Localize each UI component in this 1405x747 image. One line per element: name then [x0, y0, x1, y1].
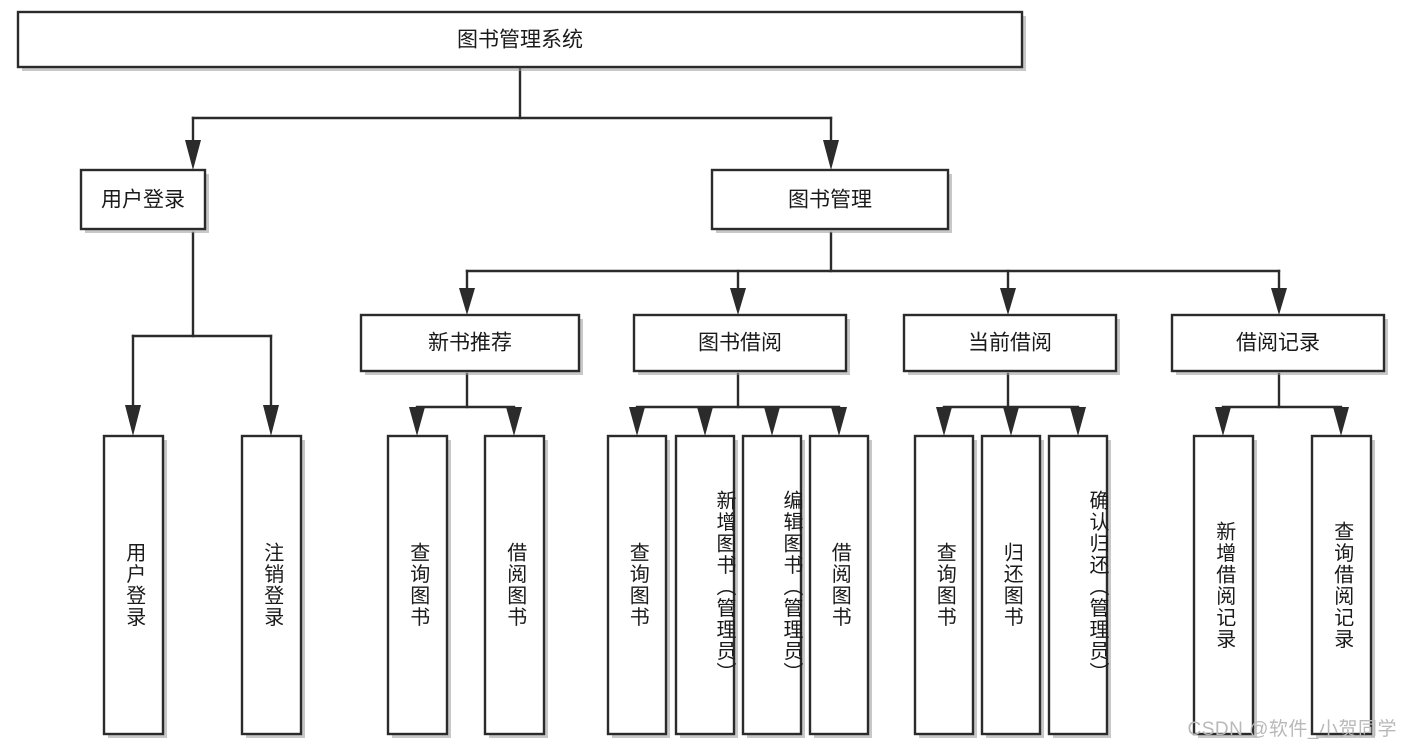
arrow-book-manage-child-1: [459, 288, 475, 315]
csdn-watermark: CSDN @软件_小贺同学: [1187, 719, 1397, 740]
connector-group-root: [185, 66, 839, 170]
node-leaf-book-borrow-4-box: [808, 434, 870, 736]
node-user-login-label: 用户登录: [101, 189, 185, 212]
node-borrow-record[interactable]: 借阅记录: [1170, 313, 1388, 375]
node-user-login-box: [79, 168, 207, 231]
node-root[interactable]: 图书管理系统: [16, 10, 1026, 71]
node-book-borrow-box: [632, 313, 848, 373]
node-leaf-book-borrow-2[interactable]: [674, 434, 738, 738]
arrow-book-manage-child-2: [730, 288, 746, 315]
node-current-borrow[interactable]: 当前借阅: [902, 313, 1120, 375]
node-leaf-book-borrow-3[interactable]: [741, 434, 805, 738]
node-leaf-new-book-1[interactable]: [386, 434, 451, 738]
node-book-manage-box: [710, 168, 950, 231]
arrow-user-login-leaf-2: [263, 405, 279, 436]
node-leaf-book-borrow-1[interactable]: [606, 434, 670, 738]
connector-group-user-login: [125, 231, 279, 436]
connector-group-book-borrow: [629, 372, 847, 436]
node-new-book-recommend-label: 新书推荐: [428, 332, 512, 355]
arrow-current-borrow-leaf-1: [936, 407, 952, 436]
arrow-book-manage-child-4: [1271, 288, 1287, 315]
node-leaf-book-borrow-4[interactable]: [808, 434, 872, 738]
node-leaf-new-book-2[interactable]: [483, 434, 548, 738]
node-leaf-book-borrow-3-box: [741, 434, 803, 736]
arrow-current-borrow-leaf-3: [1070, 407, 1086, 436]
node-borrow-record-box: [1170, 313, 1386, 373]
node-book-borrow-label: 图书借阅: [698, 332, 782, 355]
connector-group-new-book: [409, 372, 522, 436]
node-leaf-user-login-1-box: [102, 434, 165, 736]
arrow-root-to-user-login: [185, 140, 201, 170]
node-borrow-record-label: 借阅记录: [1236, 332, 1320, 355]
node-book-manage-label: 图书管理: [788, 189, 872, 212]
node-leaf-borrow-record-2[interactable]: [1310, 434, 1375, 738]
node-leaf-current-borrow-1-box: [913, 434, 975, 736]
arrow-current-borrow-leaf-2: [1003, 407, 1019, 436]
node-new-book-recommend[interactable]: 新书推荐: [359, 313, 583, 375]
node-leaf-user-login-1[interactable]: [102, 434, 167, 738]
node-leaf-current-borrow-2-box: [980, 434, 1042, 736]
node-book-borrow[interactable]: 图书借阅: [632, 313, 850, 375]
arrow-borrow-record-leaf-2: [1333, 407, 1349, 436]
arrow-book-borrow-leaf-1: [629, 407, 645, 436]
node-leaf-book-borrow-2-box: [674, 434, 736, 736]
node-current-borrow-label: 当前借阅: [968, 332, 1052, 355]
connector-group-current-borrow: [936, 372, 1086, 436]
node-leaf-new-book-2-box: [483, 434, 546, 736]
arrow-book-borrow-leaf-3: [764, 407, 780, 436]
node-leaf-user-login-2[interactable]: [240, 434, 305, 738]
arrow-root-to-book-manage: [823, 140, 839, 170]
node-leaf-current-borrow-1[interactable]: [913, 434, 977, 738]
node-new-book-recommend-box: [359, 313, 581, 373]
node-leaf-current-borrow-3[interactable]: [1047, 434, 1111, 738]
node-current-borrow-box: [902, 313, 1118, 373]
node-leaf-borrow-record-1-box: [1192, 434, 1255, 736]
arrow-new-book-leaf-1: [409, 407, 425, 436]
node-leaf-book-borrow-1-box: [606, 434, 668, 736]
node-leaf-borrow-record-2-box: [1310, 434, 1373, 736]
arrow-user-login-leaf-1: [125, 405, 141, 436]
node-leaf-new-book-1-box: [386, 434, 449, 736]
arrow-book-borrow-leaf-2: [697, 407, 713, 436]
node-root-box: [16, 10, 1024, 69]
node-root-label: 图书管理系统: [457, 29, 583, 52]
arrow-book-manage-child-3: [1000, 288, 1016, 315]
node-leaf-borrow-record-1[interactable]: [1192, 434, 1257, 738]
node-leaf-current-borrow-2[interactable]: [980, 434, 1044, 738]
arrow-borrow-record-leaf-1: [1215, 407, 1231, 436]
node-leaf-current-borrow-3-box: [1047, 434, 1109, 736]
arrow-new-book-leaf-2: [506, 407, 522, 436]
node-user-login[interactable]: 用户登录: [79, 168, 209, 233]
connector-group-book-manage: [459, 231, 1287, 315]
node-leaf-user-login-2-box: [240, 434, 303, 736]
arrow-book-borrow-leaf-4: [831, 407, 847, 436]
connector-group-borrow-record: [1215, 372, 1349, 436]
node-book-manage[interactable]: 图书管理: [710, 168, 952, 233]
